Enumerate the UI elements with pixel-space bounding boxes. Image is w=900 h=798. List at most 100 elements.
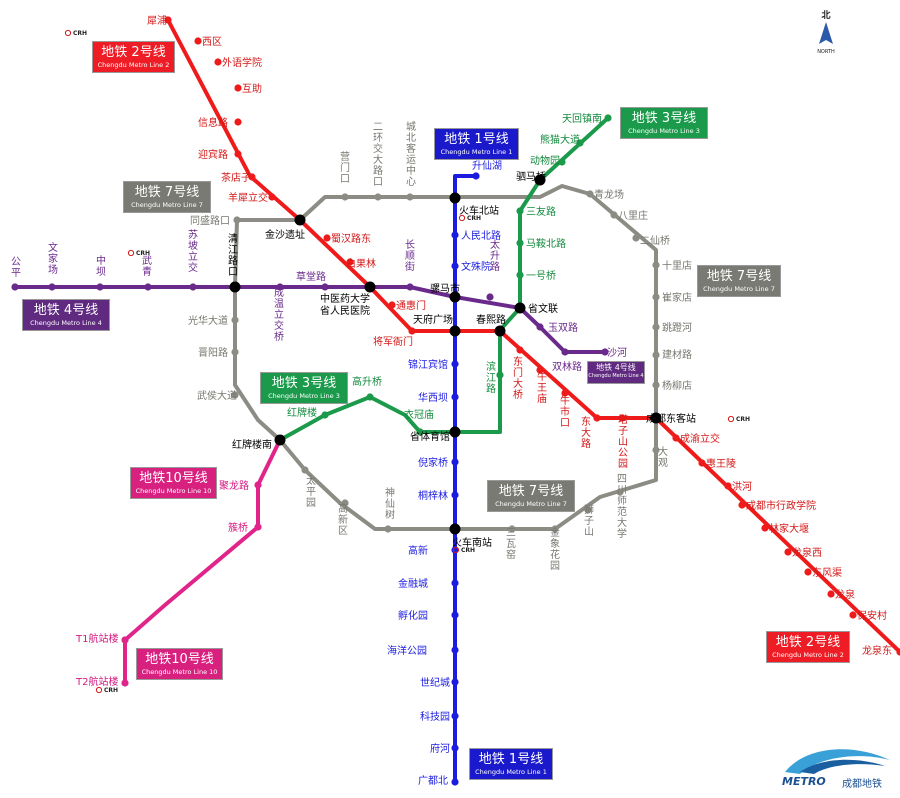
badge-subtitle: Chengdu Metro Line 10 [141,668,218,676]
station-marker [451,546,459,554]
station-marker [214,58,222,66]
svg-text:CRH: CRH [736,416,750,423]
station-label: 金融城 [398,577,428,590]
station-marker [231,391,239,399]
line-3-route [279,116,610,442]
interchange-station-marker [449,291,461,303]
station-label: 营门口 [340,150,350,185]
station-label: 武侯大道 [197,389,237,402]
north-sub: NORTH [817,49,835,55]
station-marker [632,234,640,242]
station-marker [561,389,569,397]
station-label: 同盛路口 [190,214,230,227]
station-label: 广都北 [418,775,448,787]
line-7-route [233,184,658,531]
station-marker [610,211,618,219]
station-marker [48,283,56,291]
station-label: 十里店 [662,259,692,272]
station-label: 外语学院 [222,56,262,69]
station-label: 沙河 [607,347,627,359]
crh-rail-icon: CRH [458,214,481,222]
station-label: 文殊院 [461,260,491,273]
station-label: 府河 [430,742,450,755]
compass-arrow-icon [819,22,833,44]
station-marker [406,283,414,291]
station-label: 驷马桥 [516,171,546,183]
station-marker [576,139,584,147]
interchange-station-marker [494,325,506,337]
station-label: 迎宾路 [198,148,228,161]
station-label: 世纪城 [420,677,450,689]
line-1-badge: 地铁 1号线 Chengdu Metro Line 1 [434,128,519,160]
interchange-station-marker [449,325,461,337]
line-10-route [123,439,282,683]
line-4-badge-small: 地铁 4号线 Chengdu Metro Line 4 [587,361,645,384]
station-marker [618,414,626,422]
station-label: 草堂路 [296,270,326,283]
line-7-badge: 地铁 7号线 Chengdu Metro Line 7 [123,181,211,213]
station-marker [276,283,284,291]
station-marker [451,712,459,720]
station-label: 太升路 [490,238,500,273]
station-marker [652,261,660,269]
station-marker [11,283,19,291]
station-label: 跳蹬河 [662,321,692,334]
station-label: 光华大道 [188,314,228,327]
station-label: 省文联 [528,302,558,315]
station-marker [451,262,459,270]
station-label: 锦江宾馆 [408,358,448,371]
station-label: 高新区 [338,502,348,537]
interchange-station-marker [274,434,286,446]
station-label: 武青 [142,254,152,278]
station-label: 春熙路 [476,313,506,326]
station-marker [388,301,396,309]
station-marker [698,459,706,467]
station-label: 人民北路 [461,229,501,242]
line-3-badge: 地铁 3号线 Chengdu Metro Line 3 [260,372,348,404]
station-marker [652,446,660,454]
station-label: 龙泉西 [792,546,822,559]
station-label: 一号桥 [526,270,556,282]
station-label: 牛市口 [560,394,570,429]
badge-title: 地铁 7号线 [498,484,564,499]
station-label: 晋阳路 [198,346,228,359]
station-marker [451,393,459,401]
station-label: 青龙场 [594,188,624,201]
station-label: 二环交大路口 [373,122,383,188]
line-10-badge: 地铁10号线 Chengdu Metro Line 10 [136,648,223,680]
station-label: 八里庄 [618,209,648,222]
station-label: 洪河 [732,481,752,493]
station-label: 红牌楼 [287,406,317,419]
station-label: 玉双路 [548,321,578,334]
line-4-route [15,285,605,354]
station-marker [366,393,374,401]
station-label: 神仙树 [385,486,395,521]
badge-subtitle: Chengdu Metro Line 7 [131,201,203,209]
station-label: 将军衙门 [373,335,413,348]
badge-title: 地铁 2号线 [775,635,841,650]
station-label: 二仙桥 [640,234,670,247]
badge-subtitle: Chengdu Metro Line 2 [97,61,170,69]
station-marker [761,524,769,532]
station-label: 成都东客站 [646,412,696,425]
line-2-badge: 地铁 2号线 Chengdu Metro Line 2 [92,41,175,73]
station-marker [827,590,835,598]
station-label: 东大路 [581,415,591,450]
station-label: 双林路 [552,360,582,373]
badge-title: 地铁 4号线 [33,303,99,318]
station-label: 清江路口 [228,232,238,278]
station-label: 三友路 [526,205,556,218]
station-marker [652,323,660,331]
metro-logo-icon [785,749,890,774]
interchange-station-marker [514,302,526,314]
station-label: 簇桥 [228,521,248,534]
station-marker [321,283,329,291]
station-marker [164,16,172,24]
station-label: 红牌楼南 [232,438,272,451]
station-marker [341,193,349,201]
line-4-badge: 地铁 4号线 Chengdu Metro Line 4 [22,299,110,331]
station-marker [561,348,569,356]
station-label: 白果林 [346,257,376,270]
station-marker [784,548,792,556]
